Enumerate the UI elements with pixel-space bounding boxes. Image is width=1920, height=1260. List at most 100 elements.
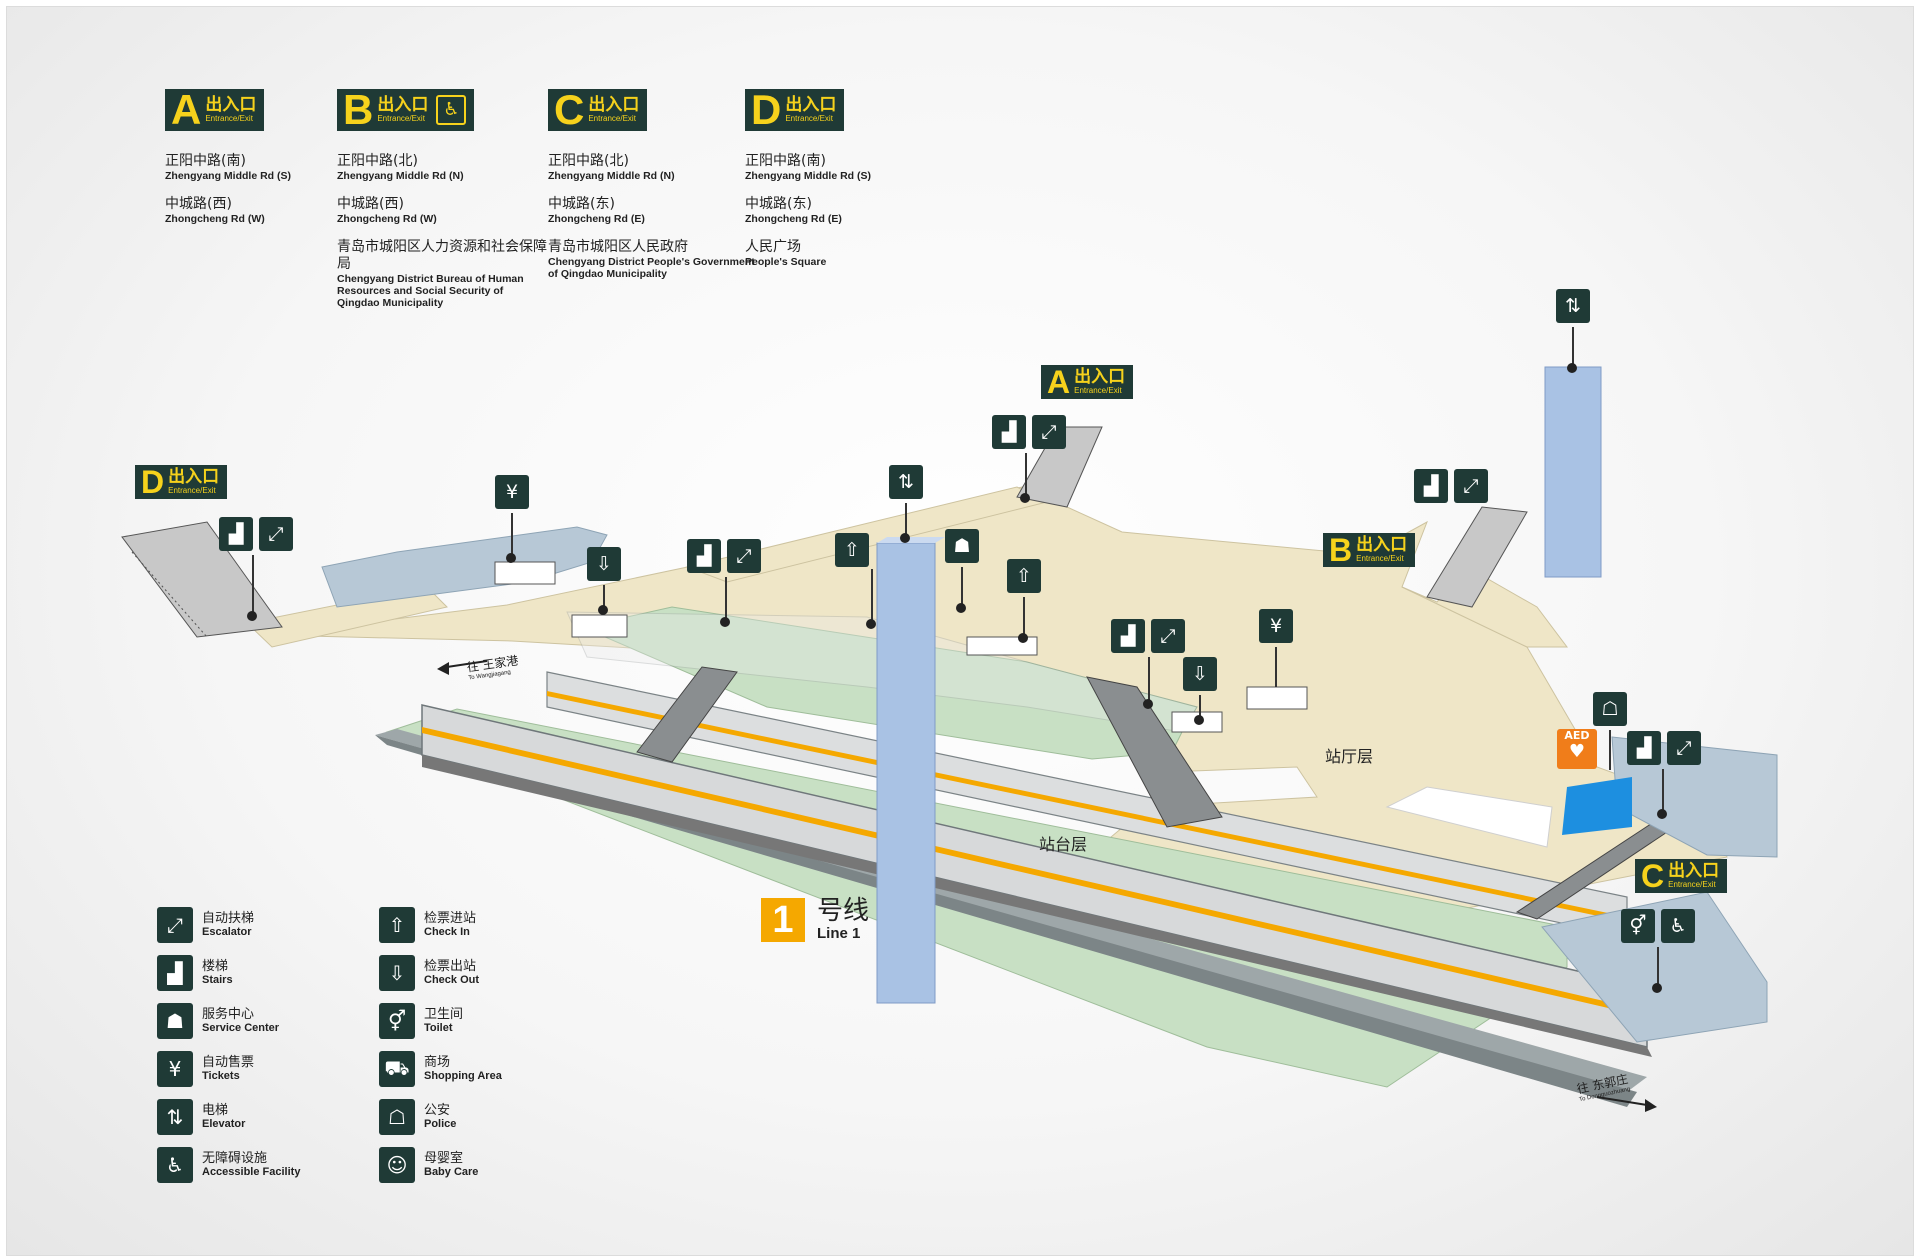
shopping-icon: ⛟: [379, 1051, 415, 1087]
exit-letter: B: [343, 86, 374, 133]
destination-item: 中城路(东)Zhongcheng Rd (E): [548, 196, 758, 225]
exit-label-en: Entrance/Exit: [377, 114, 425, 123]
exit-label-cn: 出入口: [205, 95, 257, 115]
exit-letter: D: [141, 464, 165, 500]
legend-label-cn: 检票出站: [424, 959, 477, 974]
legend-label-en: Elevator: [202, 1118, 246, 1130]
exit-letter: C: [1641, 858, 1665, 894]
exit-label-cn: 出入口: [785, 95, 837, 115]
exit-label-cn: 出入口: [1074, 367, 1126, 387]
exit-letter: C: [554, 86, 585, 133]
destination-en: Zhengyang Middle Rd (S): [745, 170, 871, 182]
escalator-icon: ⤢: [157, 907, 193, 943]
legend-label-cn: 无障碍设施: [202, 1151, 268, 1166]
destination-cn: 人民广场: [745, 239, 801, 255]
destination-en: Chengyang District People's Government o…: [548, 256, 755, 280]
stairs-icon: ▟: [1627, 731, 1661, 765]
destination-cn: 中城路(西): [337, 196, 404, 212]
escalator-icon: ⤢: [727, 539, 761, 573]
destination-cn: 青岛市城阳区人力资源和社会保障局: [337, 239, 547, 272]
destination-item: 正阳中路(北)Zhengyang Middle Rd (N): [337, 153, 547, 182]
legend-label-en: Check Out: [424, 974, 480, 986]
concourse-void: [1385, 786, 1553, 848]
legend-label-cn: 服务中心: [202, 1007, 255, 1022]
stairs-icon: ▟: [219, 517, 253, 551]
stairs-exit-a: [1016, 426, 1103, 508]
legend-label-cn: 公安: [424, 1103, 451, 1118]
legend-label-en: Shopping Area: [424, 1070, 502, 1082]
legend-label-cn: 检票进站: [424, 911, 477, 926]
accessible-icon: ♿: [436, 95, 467, 125]
legend-label-cn: 母婴室: [424, 1151, 464, 1166]
legend-label-en: Baby Care: [424, 1166, 479, 1178]
destination-item: 中城路(西)Zhongcheng Rd (W): [165, 196, 375, 225]
ticket-machines-left: [494, 561, 556, 585]
service-center-icon: ☗: [945, 529, 979, 563]
destination-en: Zhongcheng Rd (E): [548, 213, 645, 225]
walkway-exit-b: [1401, 566, 1568, 648]
platform-level-label: 站台层: [1039, 835, 1088, 854]
elevator-icon: ⇅: [889, 465, 923, 499]
legend-label-en: Toilet: [424, 1022, 453, 1034]
heart-icon: ♥: [1568, 741, 1586, 762]
exit-c-building: [1541, 891, 1768, 1043]
ticket-machines-right: [1246, 686, 1308, 710]
exit-destinations: 正阳中路(南)Zhengyang Middle Rd (S) 中城路(西)Zhon…: [165, 153, 375, 239]
destination-cn: 正阳中路(南): [745, 153, 826, 169]
legend-label-cn: 自动扶梯: [202, 911, 255, 926]
exit-destinations: 正阳中路(北)Zhengyang Middle Rd (N)中城路(西)Zhon…: [337, 153, 547, 323]
destination-item: 正阳中路(北)Zhengyang Middle Rd (N): [548, 153, 758, 182]
stairs-icon: ▟: [1414, 469, 1448, 503]
exit-label-cn: 出入口: [168, 467, 220, 487]
line-number: 1: [761, 897, 805, 942]
destination-en: Zhongcheng Rd (W): [165, 213, 265, 225]
stairs-icon: ▟: [1111, 619, 1145, 653]
exit-destinations: 正阳中路(南)Zhengyang Middle Rd (S) 中城路(东)Zhon…: [745, 153, 955, 282]
exit-destinations: 正阳中路(北)Zhengyang Middle Rd (N) 中城路(东)Zhon…: [548, 153, 758, 294]
stairs-icon: ▟: [687, 539, 721, 573]
aed-label: AED: [1564, 729, 1590, 742]
destination-en: People's Square: [745, 256, 827, 268]
stairs-exit-b: [1426, 506, 1528, 608]
service-center-icon: ☗: [157, 1003, 193, 1039]
accessible-zone: [1562, 777, 1632, 835]
escalator-icon: ⤢: [1032, 415, 1066, 449]
exit-label-cn: 出入口: [1356, 535, 1408, 555]
arrow-east: [1645, 1099, 1657, 1112]
station-isometric-map: [121, 366, 1778, 1112]
legend-label-cn: 自动售票: [202, 1055, 255, 1070]
exit-letter: D: [751, 86, 782, 133]
exit-label-en: Entrance/Exit: [1356, 554, 1404, 563]
exit-label-en: Entrance/Exit: [588, 114, 636, 123]
accessible-icon: ♿: [1661, 909, 1695, 943]
escalator-icon: ⤢: [1454, 469, 1488, 503]
check-in-icon: ⇧: [1007, 559, 1041, 593]
check-out-icon: ⇩: [1183, 657, 1217, 691]
destination-item: 中城路(东)Zhongcheng Rd (E): [745, 196, 955, 225]
destination-item: 正阳中路(南)Zhengyang Middle Rd (S): [745, 153, 955, 182]
destination-item: 正阳中路(南)Zhengyang Middle Rd (S): [165, 153, 375, 182]
escalator-icon: ⤢: [1151, 619, 1185, 653]
destination-en: Zhengyang Middle Rd (N): [548, 170, 675, 182]
stairs-icon: ▟: [992, 415, 1026, 449]
stairs-exit-d: [121, 521, 283, 638]
exit-letter: A: [171, 86, 202, 133]
fare-gates-left: [571, 614, 628, 638]
check-in-icon: ⇧: [379, 907, 415, 943]
destination-en: Zhengyang Middle Rd (S): [165, 170, 291, 182]
escalator-icon: ⤢: [259, 517, 293, 551]
